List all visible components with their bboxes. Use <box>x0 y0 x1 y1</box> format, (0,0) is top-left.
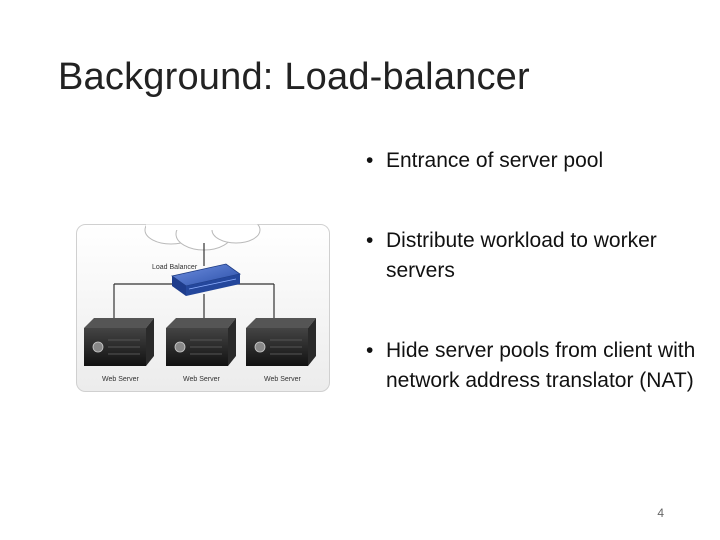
bullet-glyph: • <box>366 339 374 362</box>
bullet-list: • Entrance of server pool • Distribute w… <box>366 146 696 396</box>
bullet-item: • Hide server pools from client with net… <box>366 336 696 396</box>
page-number: 4 <box>657 506 664 520</box>
server-icon <box>246 318 316 366</box>
bullet-item: • Distribute workload to worker servers <box>366 226 696 286</box>
bullet-text: Entrance of server pool <box>386 149 604 172</box>
bullet-text: Distribute workload to worker servers <box>386 229 657 282</box>
slide-title: Background: Load-balancer <box>58 56 530 98</box>
load-balancer-label: Load Balancer <box>152 264 198 271</box>
server-label: Web Server <box>102 376 139 383</box>
load-balancer-device-icon <box>171 263 241 296</box>
bullet-glyph: • <box>366 229 374 252</box>
bullet-text: Hide server pools from client with netwo… <box>386 339 696 392</box>
load-balancer-diagram: Load Balancer <box>76 224 330 392</box>
server-icon <box>166 318 236 366</box>
server-label: Web Server <box>264 376 301 383</box>
server-icon <box>84 318 154 366</box>
server-label: Web Server <box>183 376 220 383</box>
bullet-glyph: • <box>366 149 374 172</box>
bullet-item: • Entrance of server pool <box>366 146 696 176</box>
